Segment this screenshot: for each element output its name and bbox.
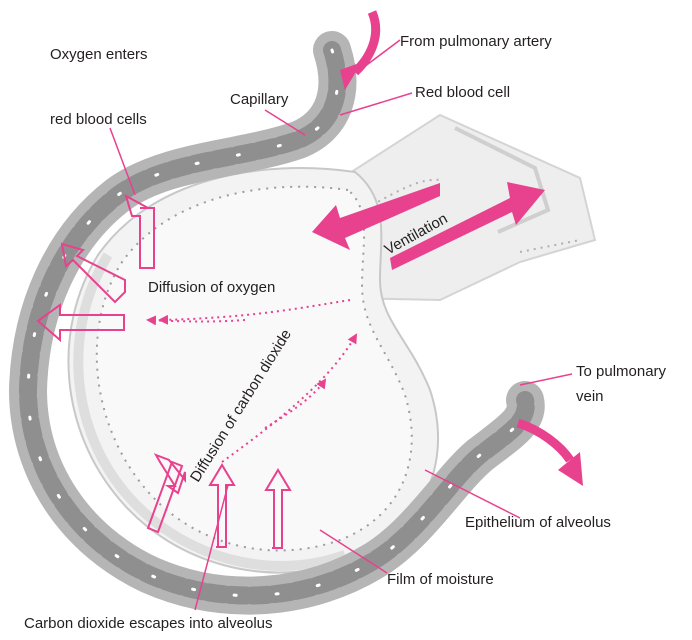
- label-capillary: Capillary: [230, 91, 289, 108]
- blood-in-arrow: [355, 12, 376, 72]
- label-oxygen-enters-2: red blood cells: [50, 111, 147, 128]
- label-film-moisture: Film of moisture: [387, 571, 494, 588]
- label-co2-escapes: Carbon dioxide escapes into alveolus: [24, 615, 273, 632]
- label-red-blood-cell: Red blood cell: [415, 84, 510, 101]
- label-diffusion-oxygen: Diffusion of oxygen: [148, 279, 275, 296]
- label-to-vein-2: vein: [576, 388, 604, 405]
- label-from-artery: From pulmonary artery: [400, 33, 552, 50]
- label-epithelium: Epithelium of alveolus: [465, 514, 611, 531]
- label-to-vein-1: To pulmonary: [576, 363, 667, 380]
- label-oxygen-enters-1: Oxygen enters: [50, 46, 148, 63]
